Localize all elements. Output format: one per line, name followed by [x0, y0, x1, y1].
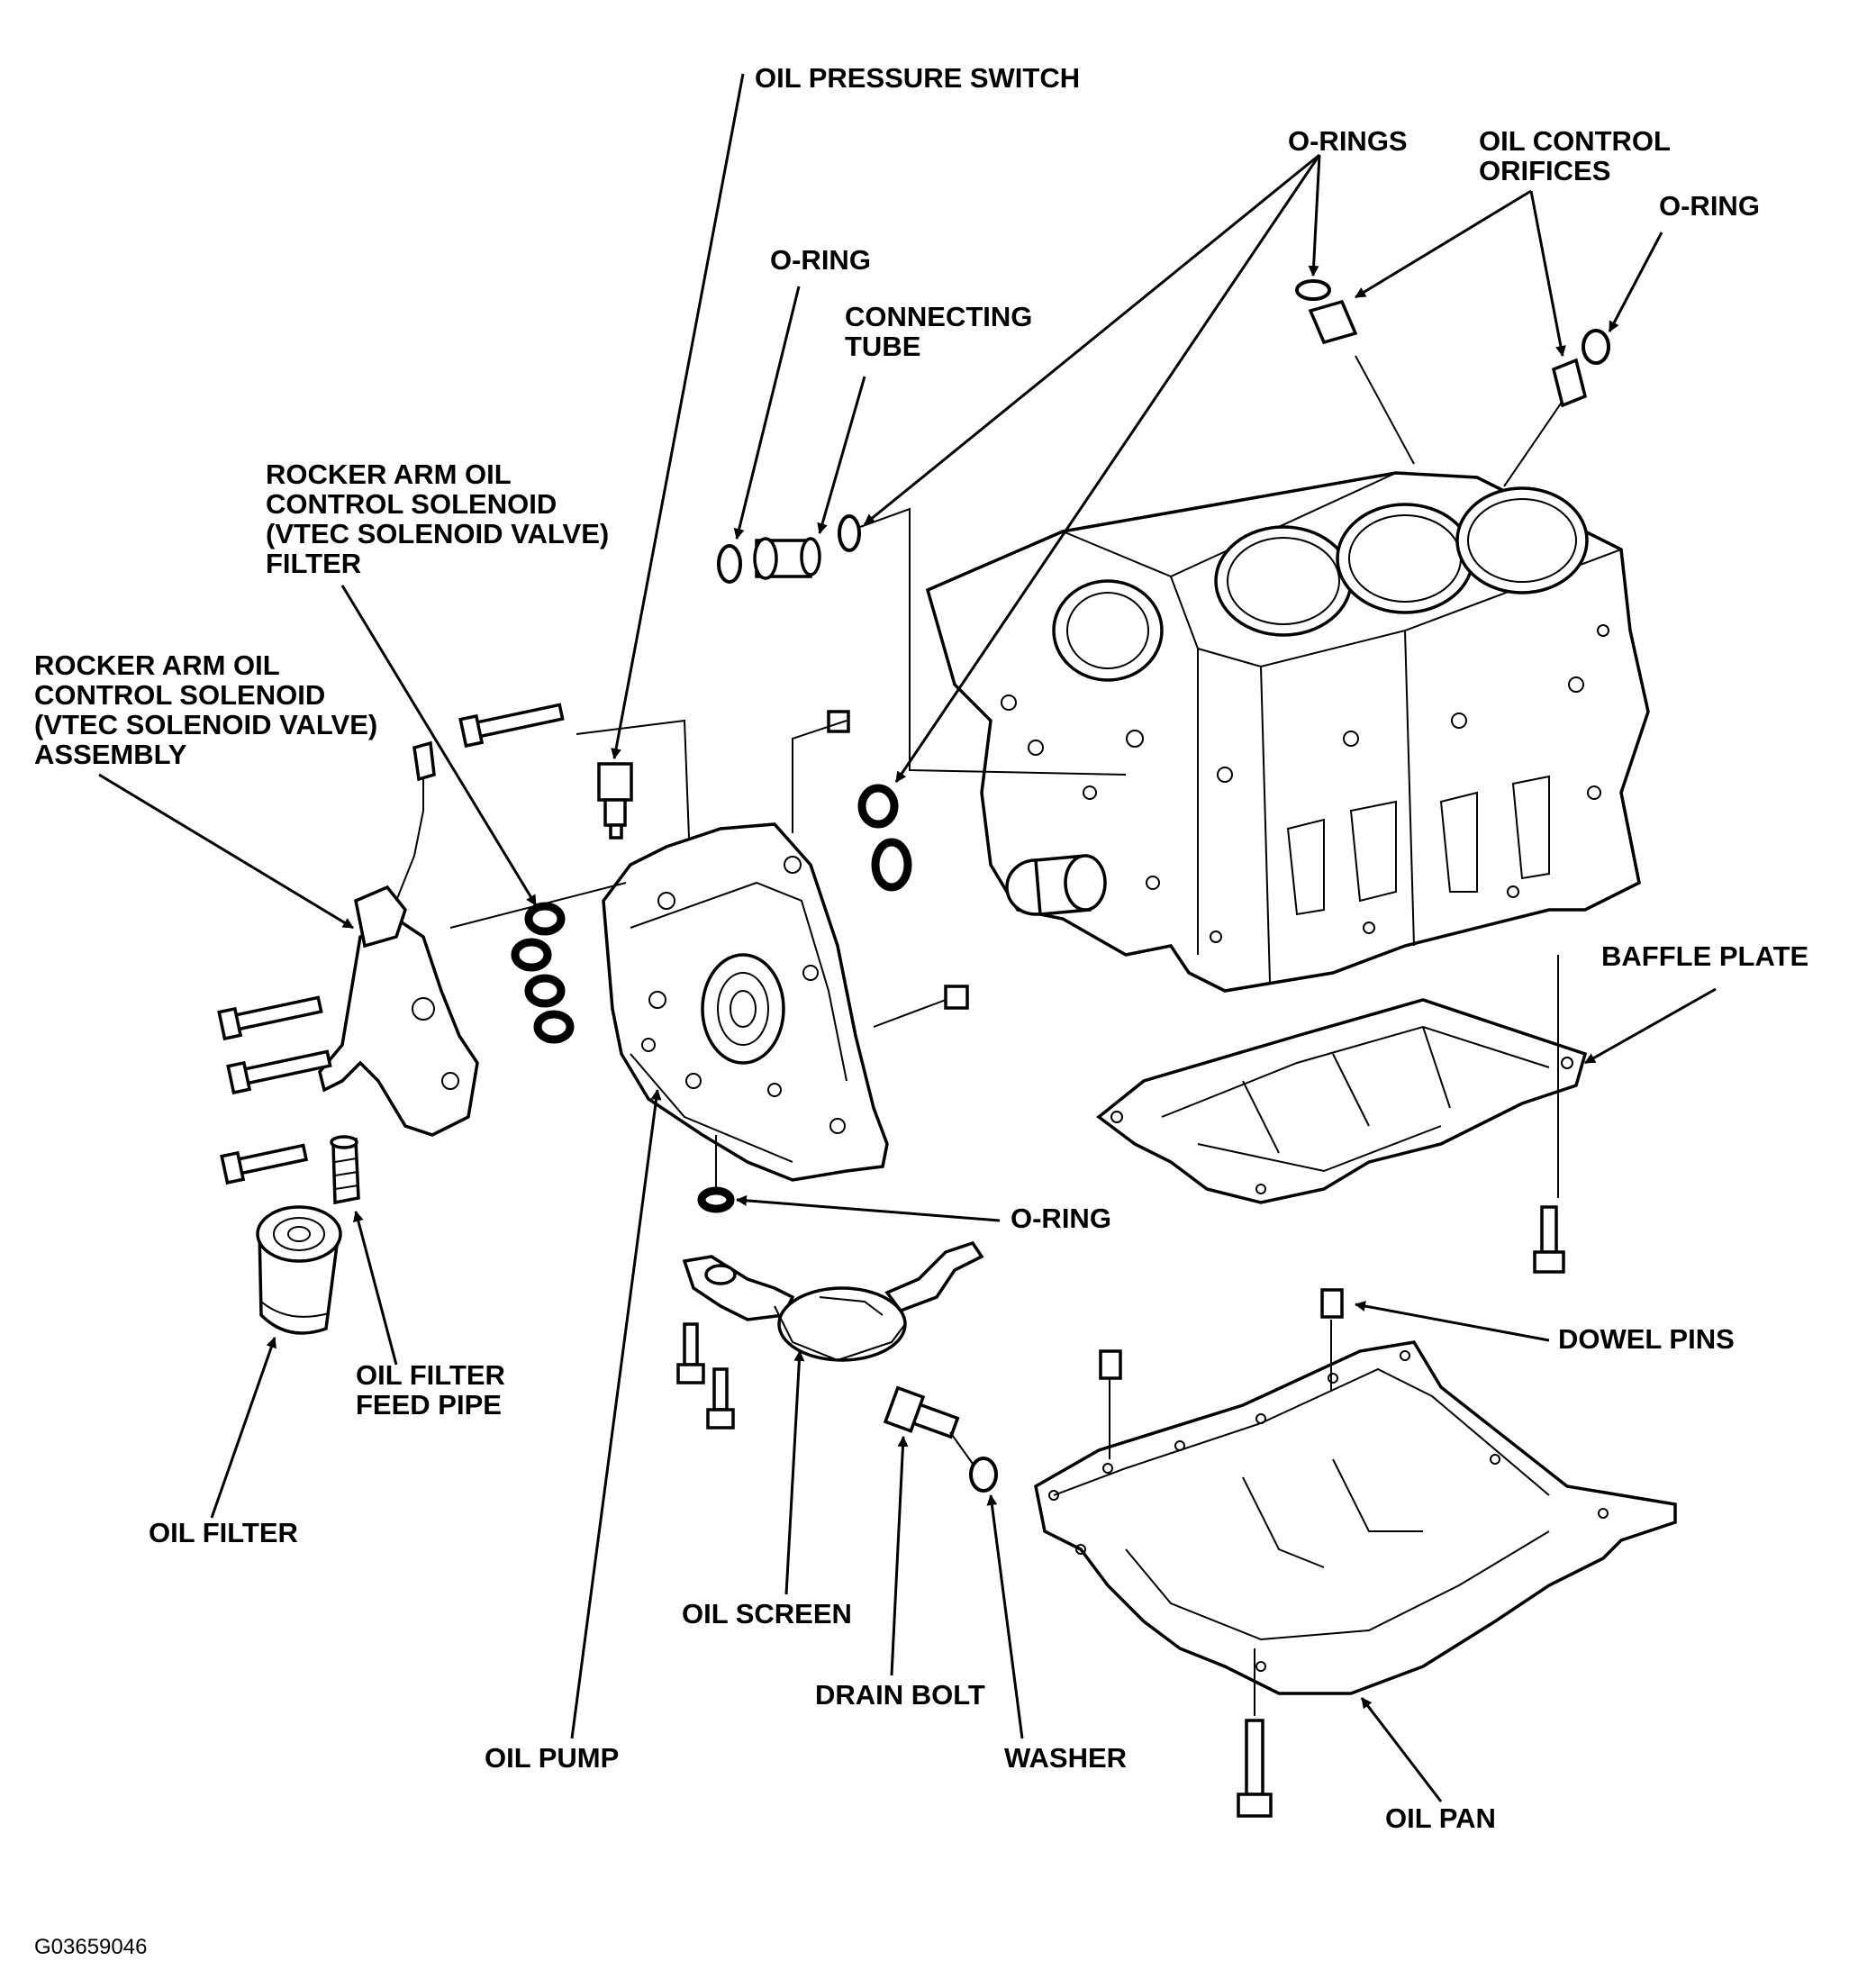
washer-part	[969, 1457, 998, 1493]
oil-screen-part	[682, 1240, 984, 1362]
oil-pan-part	[1034, 1340, 1677, 1695]
label-oil-control-orifices: OIL CONTROL ORIFICES	[1479, 125, 1671, 186]
label-o-ring-screen: O-RING	[1011, 1203, 1111, 1234]
filter-o-rings	[511, 902, 575, 1044]
label-o-ring-top-right: O-RING	[1659, 190, 1760, 222]
oil-filter-part	[256, 1205, 342, 1335]
oil-pump	[602, 822, 889, 1182]
figure-id: G03659046	[34, 1935, 148, 1959]
label-washer: WASHER	[1004, 1742, 1128, 1774]
label-dowel-pins: DOWEL PINS	[1558, 1323, 1735, 1355]
label-oil-pump: OIL PUMP	[485, 1742, 620, 1774]
label-oil-filter: OIL FILTER	[149, 1517, 298, 1548]
orifices-part	[1295, 279, 1610, 408]
label-baffle-plate: BAFFLE PLATE	[1601, 940, 1809, 972]
label-o-ring-left: O-RING	[770, 244, 871, 276]
label-oil-pan: OIL PAN	[1385, 1802, 1496, 1834]
baffle-plate-part	[1096, 998, 1588, 1204]
engine-block	[925, 471, 1650, 993]
assembly-lines	[449, 355, 1563, 1716]
label-oil-filter-feed-pipe: OIL FILTER FEED PIPE	[356, 1359, 505, 1421]
screen-o-ring	[697, 1186, 735, 1213]
pressure-switch-part	[597, 762, 633, 840]
solenoid-assembly-part	[318, 740, 479, 1137]
label-rocker-filter: ROCKER ARM OIL CONTROL SOLENOID (VTEC SO…	[266, 458, 610, 579]
label-rocker-assembly: ROCKER ARM OIL CONTROL SOLENOID (VTEC SO…	[34, 649, 378, 770]
label-oil-screen: OIL SCREEN	[682, 1598, 852, 1629]
label-connecting-tube: CONNECTING TUBE	[845, 301, 1033, 362]
figure-eight-o-ring	[857, 784, 912, 892]
bolts	[217, 703, 1565, 1818]
label-o-rings: O-RINGS	[1288, 125, 1408, 157]
leader-lines	[98, 73, 1717, 1802]
label-drain-bolt: DRAIN BOLT	[815, 1679, 985, 1711]
connecting-tube-part	[717, 514, 861, 584]
label-oil-pressure-switch: OIL PRESSURE SWITCH	[755, 62, 1081, 94]
feed-pipe-part	[330, 1135, 360, 1205]
